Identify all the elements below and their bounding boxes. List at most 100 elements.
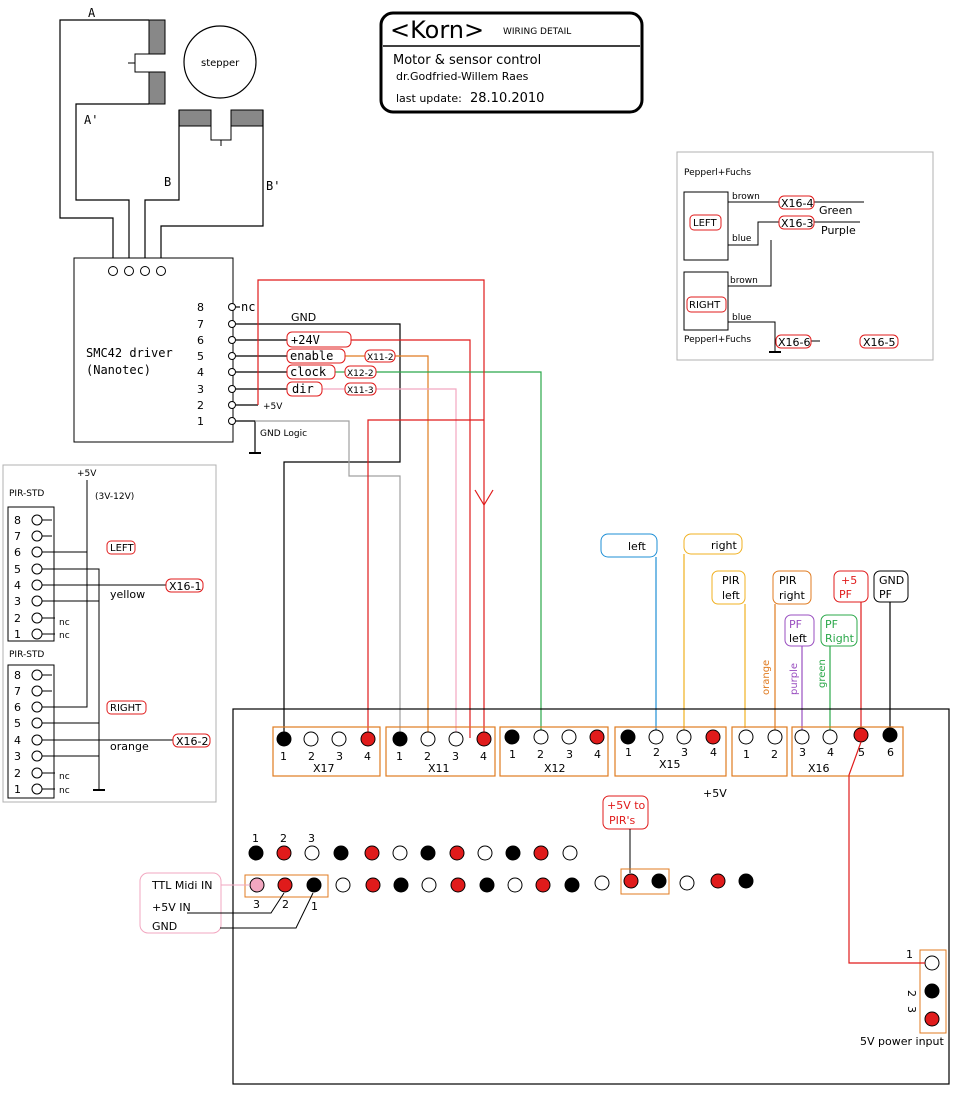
title-line1: Motor & sensor control xyxy=(393,53,541,68)
svg-text:1: 1 xyxy=(311,900,318,913)
tag-pf-left: PF left xyxy=(784,614,815,647)
driver-24v-label: +24V xyxy=(286,331,352,348)
svg-text:4: 4 xyxy=(594,748,601,761)
svg-text:PF: PF xyxy=(839,588,852,601)
power-input-label: 5V power input xyxy=(860,1035,944,1048)
power-pin-3: 3 xyxy=(905,1006,918,1013)
pir2-nc-2: nc xyxy=(59,772,70,782)
pir-yellow-label: yellow xyxy=(110,588,145,601)
driver-nc: nc xyxy=(241,300,255,314)
svg-text:LEFT: LEFT xyxy=(693,218,717,229)
pf-brown-2: brown xyxy=(730,276,758,286)
driver-pin-6: 6 xyxy=(197,334,204,347)
pir1-name: PIR-STD xyxy=(9,489,44,499)
pir1-nc-2: nc xyxy=(59,618,70,628)
svg-text:X16-2: X16-2 xyxy=(176,735,209,748)
driver-enable-label: enable xyxy=(286,348,346,364)
ref-x12-2: X12-2 xyxy=(344,365,377,379)
svg-text:left: left xyxy=(628,540,647,553)
svg-text:6: 6 xyxy=(14,546,21,559)
pir2-name: PIR-STD xyxy=(9,650,44,660)
svg-text:4: 4 xyxy=(827,746,834,759)
v5-in-label: +5V IN xyxy=(152,901,191,914)
wire-green-label: green xyxy=(817,659,828,688)
ref-x16-2: X16-2 xyxy=(172,733,211,748)
driver-wires xyxy=(236,279,542,738)
pir1-nc-1: nc xyxy=(59,631,70,641)
svg-text:1: 1 xyxy=(252,832,259,845)
svg-text:2: 2 xyxy=(14,612,21,625)
svg-text:2: 2 xyxy=(282,898,289,911)
ref-x16-1: X16-1 xyxy=(165,578,204,593)
stepper-label: stepper xyxy=(201,58,240,69)
svg-text:2: 2 xyxy=(537,748,544,761)
coil-b-prime-label: B' xyxy=(266,179,280,193)
svg-text:4: 4 xyxy=(14,579,21,592)
pir-wires xyxy=(42,480,173,791)
power-pin-2: 2 xyxy=(905,990,918,997)
svg-text:PF: PF xyxy=(825,618,838,631)
svg-text:+24V: +24V xyxy=(291,333,320,347)
driver-name-line2: (Nanotec) xyxy=(86,363,151,377)
connector-x12-label: X12 xyxy=(544,762,566,775)
header-row-bottom xyxy=(244,873,754,898)
pir2-body xyxy=(7,664,55,799)
svg-text:+5V to: +5V to xyxy=(607,799,646,812)
svg-text:3: 3 xyxy=(336,750,343,763)
driver-pin-3: 3 xyxy=(197,383,204,396)
svg-text:3: 3 xyxy=(253,898,260,911)
svg-text:2: 2 xyxy=(424,750,431,763)
driver-dir-label: dir xyxy=(286,381,323,397)
svg-text:PF: PF xyxy=(879,588,892,601)
svg-text:3: 3 xyxy=(681,746,688,759)
power-input xyxy=(848,741,947,1034)
svg-text:3: 3 xyxy=(566,748,573,761)
driver-pin-8: 8 xyxy=(197,301,204,314)
svg-text:left: left xyxy=(722,589,741,602)
svg-text:2: 2 xyxy=(14,767,21,780)
pir1-pin-numbers: 87 65 43 21 xyxy=(14,514,21,641)
svg-text:4: 4 xyxy=(14,734,21,747)
svg-text:X16-4: X16-4 xyxy=(781,197,814,210)
svg-text:PIR's: PIR's xyxy=(609,814,636,827)
svg-text:6: 6 xyxy=(887,746,894,759)
svg-text:4: 4 xyxy=(480,750,487,763)
svg-text:1: 1 xyxy=(625,746,632,759)
stepper-motor xyxy=(59,19,264,270)
power-pin-1: 1 xyxy=(906,948,913,961)
midi-pin-numbers: 3 2 1 xyxy=(253,898,318,913)
pf-title: Pepperl+Fuchs xyxy=(684,168,751,178)
connector-x15-label: X15 xyxy=(659,758,681,771)
svg-text:LEFT: LEFT xyxy=(110,543,134,554)
pf-blue-2: blue xyxy=(732,313,752,323)
connector-x17-label: X17 xyxy=(313,762,335,775)
driver-pin-2: 2 xyxy=(197,399,204,412)
tag-left: left xyxy=(600,533,658,558)
svg-text:PF: PF xyxy=(789,618,802,631)
svg-text:X16-3: X16-3 xyxy=(781,217,814,230)
svg-text:2: 2 xyxy=(771,748,778,761)
subtitle-text: WIRING DETAIL xyxy=(503,27,571,37)
svg-text:5: 5 xyxy=(14,563,21,576)
driver-pin-numbers: 8 7 6 5 4 3 2 1 xyxy=(197,301,204,428)
svg-text:1: 1 xyxy=(743,748,750,761)
pf-wires xyxy=(728,201,864,353)
author-text: dr.Godfried-Willem Raes xyxy=(396,70,529,83)
driver-pin-1: 1 xyxy=(197,415,204,428)
svg-text:7: 7 xyxy=(14,685,21,698)
pir1-pins xyxy=(31,514,43,640)
ref-x16-3: X16-3 xyxy=(778,215,815,230)
driver-clock-label: clock xyxy=(286,364,336,380)
svg-text:2: 2 xyxy=(280,832,287,845)
connector-pins xyxy=(276,727,898,747)
pf-right-tag: RIGHT xyxy=(686,296,727,313)
svg-text:dir: dir xyxy=(292,382,314,396)
driver-pin-7: 7 xyxy=(197,318,204,331)
pf-purple: Purple xyxy=(821,224,856,237)
header-row-top-numbers: 1 2 3 xyxy=(252,832,315,845)
svg-text:1: 1 xyxy=(280,750,287,763)
midi-input xyxy=(139,872,314,934)
coil-b-label: B xyxy=(164,175,171,189)
